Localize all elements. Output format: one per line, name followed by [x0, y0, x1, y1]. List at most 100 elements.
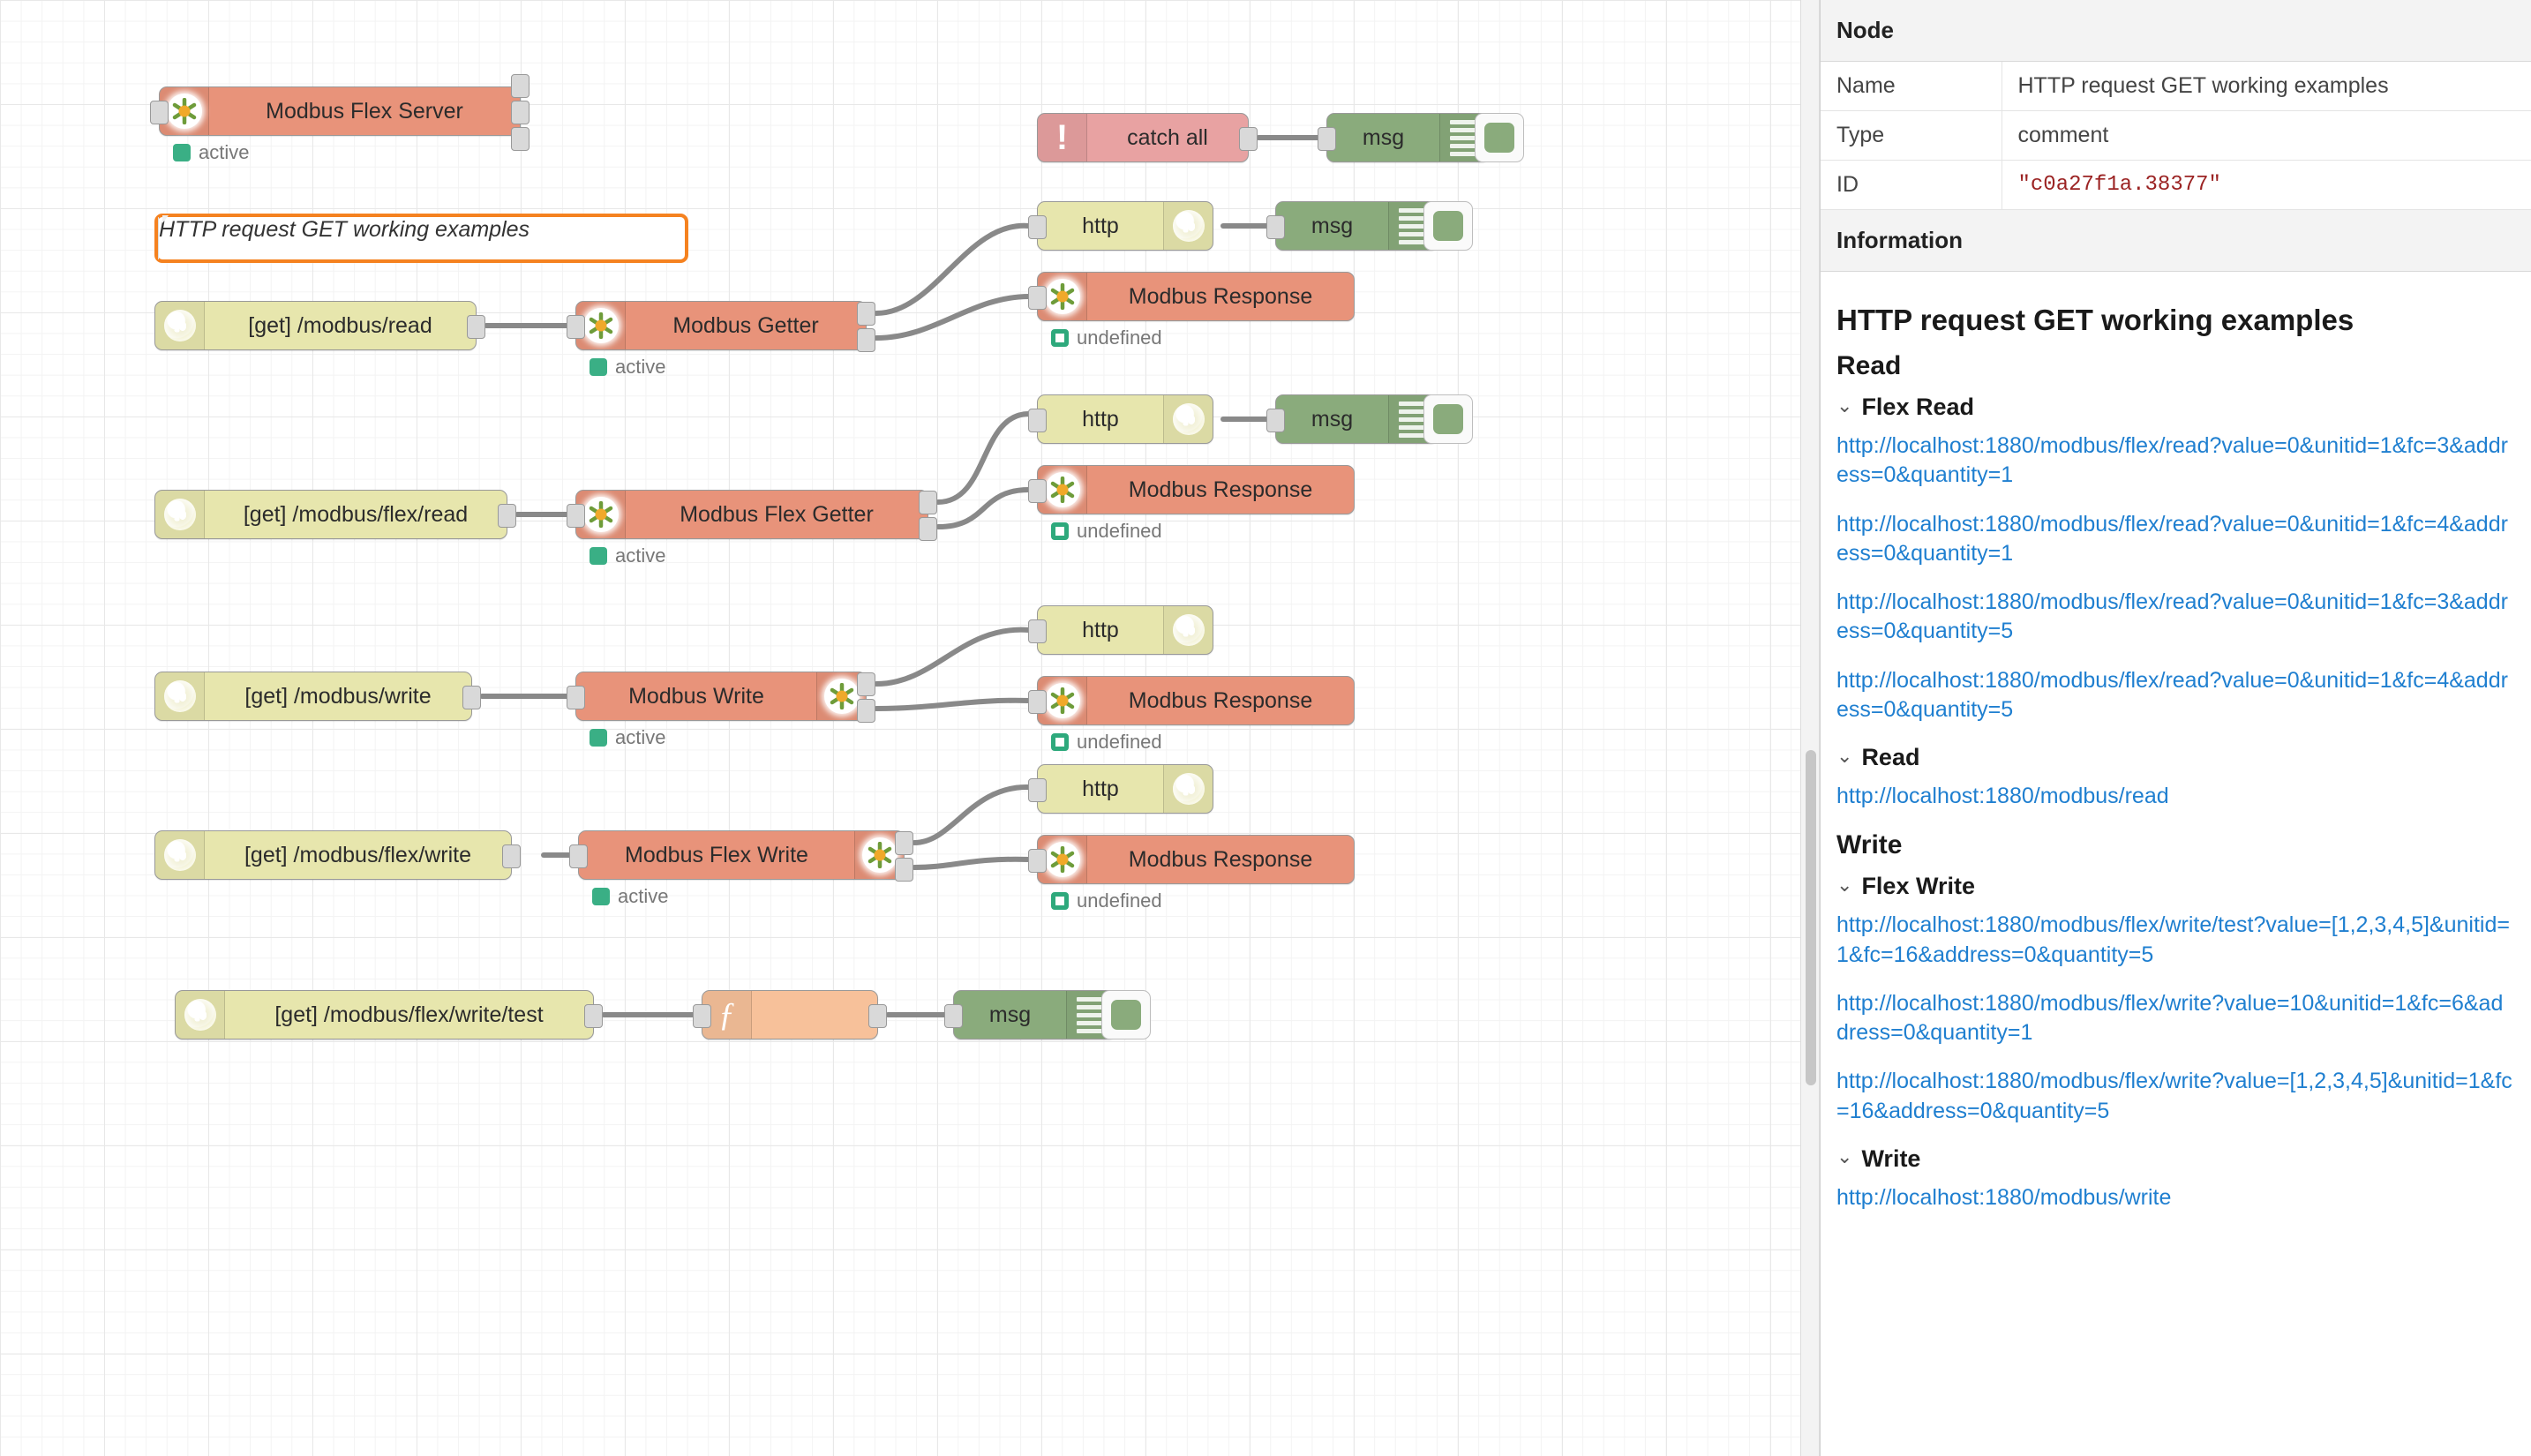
property-key: Name	[1821, 62, 2002, 111]
node-icon-box	[576, 302, 626, 349]
node-modbus-getter[interactable]: Modbus Getter	[567, 301, 875, 352]
output-port-1[interactable]	[498, 503, 516, 528]
node-modbus-flex-write[interactable]: Modbus Flex Write	[569, 830, 913, 882]
info-group-toggle[interactable]: ⌄Write	[1836, 1145, 2515, 1173]
node-modbus-write[interactable]: Modbus Write	[567, 672, 875, 723]
info-group-toggle[interactable]: ⌄Read	[1836, 744, 2515, 771]
node-http-in-modbus-write[interactable]: [get] /modbus/write	[154, 672, 481, 721]
input-port[interactable]	[944, 1003, 963, 1028]
node-debug-catch[interactable]: msg	[1318, 113, 1524, 162]
output-port-1[interactable]	[1239, 126, 1258, 151]
node-function-node[interactable]: ƒ	[693, 990, 887, 1039]
status-indicator	[590, 547, 607, 565]
node-modbus-flex-getter[interactable]: Modbus Flex Getter	[567, 490, 937, 541]
node-label: Modbus Response	[1128, 846, 1313, 872]
node-label: [get] /modbus/flex/read	[243, 501, 469, 527]
node-modbus-response-3[interactable]: Modbus Response	[1028, 676, 1355, 725]
input-port[interactable]	[1318, 126, 1336, 151]
info-group-toggle[interactable]: ⌄Flex Write	[1836, 873, 2515, 900]
comment-node-comment-http-examples[interactable]: HTTP request GET working examples	[154, 214, 688, 263]
chevron-down-icon[interactable]: ⌄	[1836, 394, 1853, 417]
input-port[interactable]	[567, 314, 585, 339]
info-link[interactable]: http://localhost:1880/modbus/read	[1836, 784, 2169, 808]
output-port-1[interactable]	[919, 490, 937, 514]
info-link[interactable]: http://localhost:1880/modbus/flex/read?v…	[1836, 589, 2508, 644]
output-port-1[interactable]	[502, 844, 521, 868]
debug-bars-icon	[1398, 207, 1429, 244]
input-port[interactable]	[1266, 214, 1285, 239]
info-link[interactable]: http://localhost:1880/modbus/flex/write?…	[1836, 1069, 2512, 1123]
wire-13	[912, 784, 1032, 845]
input-port[interactable]	[1266, 408, 1285, 432]
debug-toggle-indicator	[1111, 1000, 1141, 1030]
node-http-response-1[interactable]: http	[1028, 201, 1213, 251]
input-port[interactable]	[1028, 285, 1047, 310]
debug-toggle-button[interactable]	[1423, 394, 1473, 444]
output-port-1[interactable]	[895, 830, 913, 855]
output-port-3[interactable]	[511, 126, 529, 151]
info-link[interactable]: http://localhost:1880/modbus/write	[1836, 1184, 2172, 1210]
chevron-down-icon[interactable]: ⌄	[1836, 1145, 1853, 1168]
input-port[interactable]	[1028, 478, 1047, 503]
output-port-1[interactable]	[857, 301, 875, 326]
chevron-down-icon[interactable]: ⌄	[1836, 873, 1853, 896]
function-f-icon: ƒ	[718, 996, 735, 1033]
node-http-response-4[interactable]: http	[1028, 764, 1213, 814]
scrollbar-thumb[interactable]	[1806, 750, 1816, 1085]
canvas-vertical-scrollbar[interactable]	[1800, 0, 1820, 1456]
globe-icon	[163, 310, 196, 341]
node-modbus-response-4[interactable]: Modbus Response	[1028, 835, 1355, 884]
node-icon-box	[1163, 202, 1213, 250]
debug-bars-icon	[1398, 401, 1429, 438]
input-port[interactable]	[1028, 777, 1047, 802]
info-link[interactable]: http://localhost:1880/modbus/flex/write?…	[1836, 990, 2504, 1045]
debug-toggle-button[interactable]	[1423, 201, 1473, 251]
output-port-1[interactable]	[857, 672, 875, 696]
input-port[interactable]	[567, 685, 585, 709]
info-link[interactable]: http://localhost:1880/modbus/flex/write/…	[1836, 912, 2510, 967]
input-port[interactable]	[1028, 689, 1047, 714]
input-port[interactable]	[693, 1003, 711, 1028]
info-link[interactable]: http://localhost:1880/modbus/flex/read?v…	[1836, 511, 2508, 566]
output-port-1[interactable]	[584, 1003, 603, 1028]
node-debug-flex-write-test[interactable]: msg	[944, 990, 1151, 1039]
info-link[interactable]: http://localhost:1880/modbus/flex/read?v…	[1836, 667, 2508, 722]
node-catch-all[interactable]: !catch all	[1037, 113, 1258, 162]
node-debug-2[interactable]: msg	[1266, 394, 1473, 444]
globe-icon	[163, 839, 196, 871]
node-http-response-3[interactable]: http	[1028, 605, 1213, 655]
node-http-in-modbus-flex-write[interactable]: [get] /modbus/flex/write	[154, 830, 521, 880]
output-port-2[interactable]	[857, 698, 875, 723]
output-port-2[interactable]	[919, 516, 937, 541]
output-port-2[interactable]	[895, 857, 913, 882]
node-modbus-response-1[interactable]: Modbus Response	[1028, 272, 1355, 321]
output-port-1[interactable]	[511, 73, 529, 98]
input-port[interactable]	[1028, 848, 1047, 873]
node-http-in-modbus-flex-read[interactable]: [get] /modbus/flex/read	[154, 490, 516, 539]
input-port[interactable]	[567, 503, 585, 528]
node-http-response-2[interactable]: http	[1028, 394, 1213, 444]
output-port-2[interactable]	[857, 327, 875, 352]
node-modbus-flex-server[interactable]: Modbus Flex Server	[150, 73, 529, 151]
input-port[interactable]	[1028, 214, 1047, 239]
node-status: undefined	[1051, 326, 1162, 349]
output-port-1[interactable]	[462, 685, 481, 709]
info-group-toggle[interactable]: ⌄Flex Read	[1836, 394, 2515, 421]
input-port[interactable]	[1028, 408, 1047, 432]
input-port[interactable]	[569, 844, 588, 868]
node-http-in-modbus-flex-write-test[interactable]: [get] /modbus/flex/write/test	[175, 990, 603, 1039]
node-http-in-modbus-read[interactable]: [get] /modbus/read	[154, 301, 485, 350]
output-port-1[interactable]	[868, 1003, 887, 1028]
output-port-2[interactable]	[511, 100, 529, 124]
input-port[interactable]	[150, 100, 169, 124]
node-debug-1[interactable]: msg	[1266, 201, 1473, 251]
debug-toggle-button[interactable]	[1475, 113, 1524, 162]
output-port-1[interactable]	[467, 314, 485, 339]
node-modbus-response-2[interactable]: Modbus Response	[1028, 465, 1355, 514]
debug-toggle-button[interactable]	[1101, 990, 1151, 1039]
modbus-asterisk-icon	[861, 837, 897, 873]
input-port[interactable]	[1028, 619, 1047, 643]
chevron-down-icon[interactable]: ⌄	[1836, 744, 1853, 767]
info-link[interactable]: http://localhost:1880/modbus/flex/read?v…	[1836, 433, 2508, 488]
